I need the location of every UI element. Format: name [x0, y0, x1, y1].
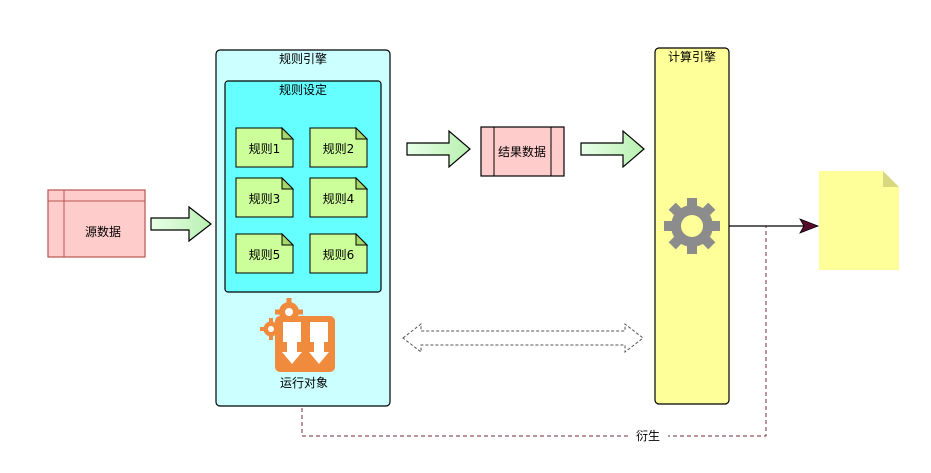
output-connector: [729, 218, 820, 234]
bidirectional-dashed-arrow: [402, 322, 644, 354]
rule-note-1: 规则1: [235, 126, 295, 168]
rule-note-6: 规则6: [309, 232, 369, 274]
rule-settings-title: 规则设定: [279, 82, 327, 97]
result-data-node: 结果数据: [480, 126, 565, 177]
output-document: [819, 171, 899, 270]
compute-engine-container: 计算引擎: [654, 47, 730, 405]
compute-engine-title: 计算引擎: [668, 49, 716, 64]
rule-note-label: 规则5: [249, 247, 281, 262]
rule-note-4: 规则4: [309, 176, 369, 218]
source-data-node: 源数据: [47, 189, 146, 258]
rule-note-5: 规则5: [235, 232, 295, 274]
rule-note-label: 规则1: [249, 141, 281, 156]
rule-note-label: 规则2: [323, 141, 355, 156]
rule-note-label: 规则6: [323, 247, 355, 262]
arrow-engine-to-result: [406, 129, 471, 169]
rule-engine-container: 规则引擎 规则设定 规则1 规则2 规则3 规则4 规则5 规则6: [215, 49, 391, 407]
output-document-fold: [883, 171, 899, 187]
runtime-object-icon: [260, 298, 335, 372]
rule-note-label: 规则4: [323, 191, 355, 206]
rule-note-2: 规则2: [309, 126, 369, 168]
result-data-label: 结果数据: [498, 144, 546, 159]
rule-note-3: 规则3: [235, 176, 295, 218]
source-data-label: 源数据: [85, 224, 121, 239]
rule-note-label: 规则3: [249, 191, 281, 206]
derive-label: 衍生: [636, 429, 660, 443]
arrow-result-to-compute: [580, 129, 645, 169]
rule-engine-title: 规则引擎: [279, 51, 327, 66]
runtime-object-label: 运行对象: [280, 376, 328, 390]
arrow-source-to-engine: [150, 205, 212, 243]
rule-settings-panel: 规则设定 规则1 规则2 规则3 规则4 规则5 规则6: [224, 80, 382, 293]
gear-icon: [664, 198, 720, 254]
